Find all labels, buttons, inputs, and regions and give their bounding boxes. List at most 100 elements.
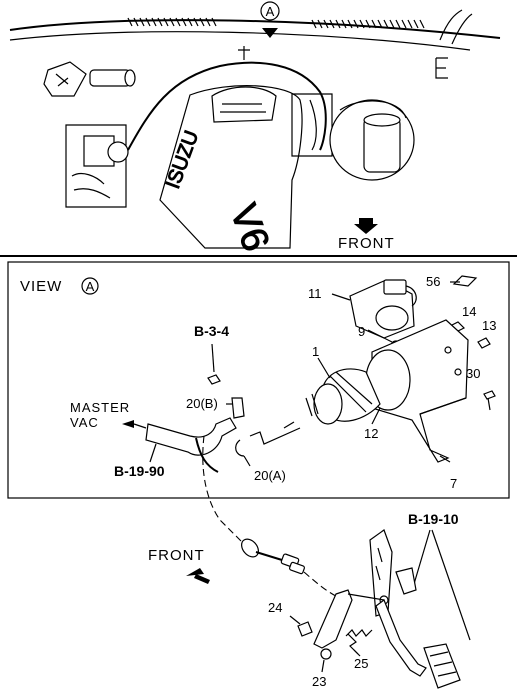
cable-run-top [127,61,327,151]
leader-b-19-10-a [413,529,431,585]
actuator-drum [375,305,409,331]
throttle-lever [313,589,353,649]
leader-7 [439,455,451,463]
part-30: 30 [466,366,496,411]
cowl-vent-right [311,19,425,29]
bracket-hole-b [454,368,462,376]
cruise-unit-nozzle [305,393,319,417]
cable-end-fitting [289,561,305,575]
part-25: 25 [347,633,368,671]
bracket-hand-detail [71,172,111,199]
part-11: 11 [308,279,417,339]
ref-b-19-90-label: B-19-90 [114,463,165,479]
label-23: 23 [312,674,326,689]
front-label-lower: FRONT [148,547,205,564]
label-1: 1 [312,344,319,359]
clip-20b [231,397,245,419]
bracket-hole-a [444,346,452,354]
view-letter: A [86,279,95,294]
master-vac-arrow-stem [133,423,147,429]
accelerator-cable [241,538,305,575]
cowl-top-edge [9,19,501,39]
cable-wavy-mark [283,421,295,429]
throttle-body-detail [55,73,69,87]
block-letter-shape [435,57,448,79]
linkage [313,589,385,649]
hose-outline-lower [195,437,219,473]
part-56: 56 [426,274,478,289]
part-23: 23 [312,648,332,689]
pedal-pad [423,643,461,689]
return-spring [345,629,373,637]
pad-56-shape [452,275,478,287]
label-30: 30 [466,366,480,381]
vac-hose [309,99,317,151]
label-12: 12 [364,426,378,441]
master-vac-line2: VAC [70,415,99,430]
leader-9 [367,329,393,343]
cruise-cable-end [249,427,301,445]
part-20b: 20(B) [186,396,245,419]
cowl-lower-edge [9,31,471,51]
engine-bay-view: A E V6 ISUZU FRONT [9,1,501,257]
label-13: 13 [482,318,496,333]
plenum-ribs [220,103,266,113]
bracket-7-edge [419,397,467,415]
label-7: 7 [450,476,457,491]
pedal-mount-bracket [369,529,393,617]
actuator-end [124,69,136,87]
leader-24 [289,615,301,625]
leader-25 [353,649,361,657]
view-word: VIEW [20,278,62,295]
actuator-canister [89,69,131,87]
leader-1 [317,357,331,379]
bolt-30 [483,390,496,400]
vacuum-hose [145,417,237,456]
bolt-30-shank [487,397,491,411]
label-20a: 20(A) [254,468,286,483]
part-1: 1 [305,344,411,425]
part-24: 24 [268,600,313,637]
label-56: 56 [426,274,440,289]
actuator-connector [383,279,407,295]
cable-routing-dashed [202,435,247,547]
cruise-unit-detail [329,371,373,413]
hood-hinge [439,9,473,45]
label-14: 14 [462,304,476,319]
front-arrow-stem-top [359,218,373,224]
leader-23 [321,659,325,673]
cruise-unit-bellows [313,383,343,425]
front-indicator-lower: FRONT [148,547,210,584]
front-arrow-lower-stem [194,574,210,584]
label-9: 9 [358,324,365,339]
master-vac-callout: MASTER VAC [70,400,147,430]
bracket-box [65,124,127,208]
nut-23 [320,648,332,660]
leader-b-19-10-b [431,529,471,641]
pedal-arm [375,599,427,677]
bolt-b-3-4 [207,374,221,385]
label-25: 25 [354,656,368,671]
part-13: 13 [477,318,496,349]
cable-sheath [255,551,283,561]
engine-cover [159,85,303,249]
view-callout-circle [260,1,280,21]
leader-12 [371,407,381,425]
part-20a: 20(A) [235,439,286,483]
label-11: 11 [308,286,322,301]
detail-view-frame [7,261,510,499]
actuator-body-top [83,135,115,167]
ref-b-19-90: B-19-90 [114,443,165,479]
master-vac-arrow [122,420,134,428]
bracket-tab [395,567,417,595]
view-letter-circle [81,277,99,295]
cable-clip-top [238,46,250,60]
view-callout-arrow [262,28,278,38]
throttle-body [43,61,87,97]
clip-20a [235,439,245,457]
cable-grommet [241,538,259,558]
bolt-13 [477,337,491,349]
ref-b-3-4-label: B-3-4 [194,323,229,339]
